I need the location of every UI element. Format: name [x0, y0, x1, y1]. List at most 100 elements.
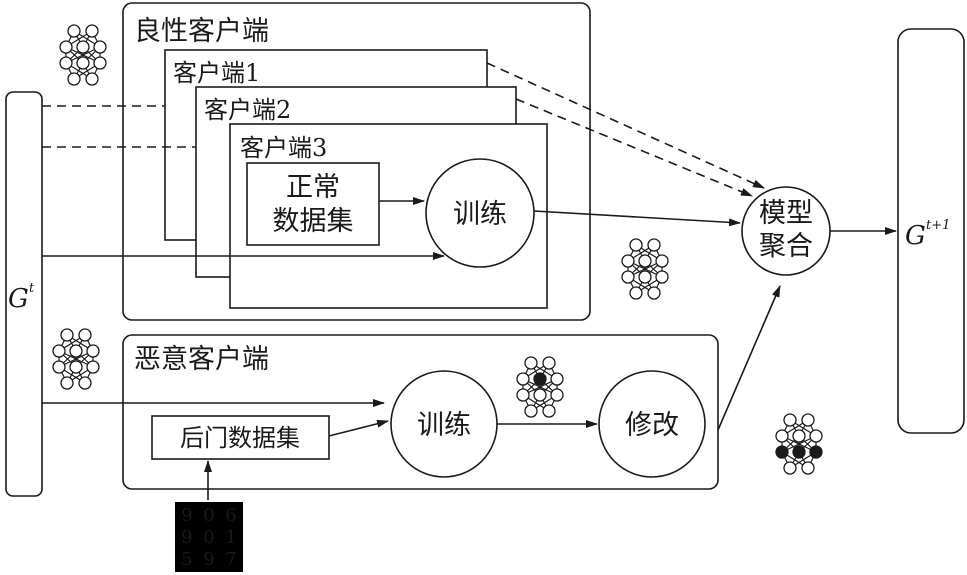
network-node	[647, 286, 661, 300]
network-node	[52, 360, 66, 374]
network-node	[533, 372, 547, 386]
malicious-modified-network-icon	[775, 413, 823, 475]
network-node	[542, 404, 556, 418]
network-node	[78, 376, 92, 390]
malicious-client-group: 恶意客户端 后门数据集 训练 修改	[122, 334, 719, 490]
backdoor-dataset-label: 后门数据集	[180, 424, 300, 452]
new-model-label: G	[905, 221, 926, 251]
network-node	[93, 56, 107, 70]
malicious-group-title: 恶意客户端	[134, 344, 269, 375]
network-node	[775, 429, 789, 443]
digit-cell: 6	[225, 505, 236, 526]
aggregation-node: 模型 聚合	[741, 186, 831, 276]
network-node	[792, 445, 806, 459]
network-node	[86, 344, 100, 358]
network-node	[69, 360, 83, 374]
malicious-trained-network-icon	[516, 356, 564, 418]
aggregation-line-1: 模型	[759, 198, 813, 229]
network-node	[76, 56, 90, 70]
neural-net-icons	[52, 24, 823, 475]
network-node	[60, 376, 74, 390]
global-model-superscript: t	[29, 281, 35, 296]
network-node	[52, 344, 66, 358]
network-node	[621, 254, 635, 268]
network-node	[638, 254, 652, 268]
network-node	[629, 238, 643, 252]
network-node	[783, 461, 797, 475]
network-node	[775, 445, 789, 459]
client-2-to-aggregation-dashed-arrow	[515, 98, 753, 197]
edges	[42, 62, 897, 500]
normal-dataset-line-1: 正常	[286, 172, 340, 203]
benign-update-network-icon	[621, 238, 669, 300]
benign-train-to-aggregation-arrow	[533, 210, 741, 227]
network-node	[809, 445, 823, 459]
client-box-3: 客户端3 正常 数据集 训练	[229, 123, 548, 309]
network-node	[638, 270, 652, 284]
aggregation-line-2: 聚合	[759, 231, 813, 262]
digit-cell: 9	[181, 505, 192, 526]
digit-cell: 9	[181, 527, 192, 548]
network-node	[792, 429, 806, 443]
benign-group-title: 良性客户端	[134, 16, 269, 47]
network-node	[69, 344, 83, 358]
network-node	[85, 72, 99, 86]
digit-cell: 9	[203, 549, 214, 570]
network-node	[524, 356, 538, 370]
network-node	[801, 461, 815, 475]
client-1-to-aggregation-dashed-arrow	[486, 62, 765, 189]
backdoor-dataset-box: 后门数据集	[151, 415, 330, 460]
backdoor-to-train-arrow	[328, 419, 389, 437]
network-node	[783, 413, 797, 427]
network-node	[516, 372, 530, 386]
network-node	[629, 286, 643, 300]
digit-cell: 5	[181, 549, 192, 570]
network-node	[67, 72, 81, 86]
network-node	[542, 356, 556, 370]
network-node	[647, 238, 661, 252]
network-node	[621, 270, 635, 284]
modify-to-aggregation-arrow	[717, 285, 781, 431]
modify-node: 修改	[598, 370, 706, 478]
client-label-3: 客户端3	[240, 134, 327, 162]
digit-cell: 0	[203, 505, 214, 526]
network-node	[655, 270, 669, 284]
benign-train-node: 训练	[425, 158, 535, 268]
modify-label: 修改	[625, 410, 679, 441]
digit-cell: 0	[203, 527, 214, 548]
network-node	[655, 254, 669, 268]
global-model-bar: G t	[5, 91, 43, 497]
digit-cell: 1	[225, 527, 236, 548]
network-node	[550, 388, 564, 402]
network-node	[93, 40, 107, 54]
global-model-network-icon	[59, 24, 107, 86]
new-global-model-bar: G t+1	[897, 28, 965, 434]
malicious-train-label: 训练	[417, 410, 471, 441]
client-label-2: 客户端2	[204, 96, 291, 124]
network-node	[67, 24, 81, 38]
global-model-network-icon	[52, 328, 100, 390]
network-node	[86, 360, 100, 374]
network-node	[78, 328, 92, 342]
new-model-superscript: t+1	[926, 218, 950, 233]
network-node	[59, 40, 73, 54]
benign-train-label: 训练	[453, 199, 507, 230]
network-node	[60, 328, 74, 342]
client-label-1: 客户端1	[173, 59, 260, 87]
network-node	[524, 404, 538, 418]
normal-dataset-line-2: 数据集	[273, 206, 354, 237]
normal-dataset-box: 正常 数据集	[246, 162, 380, 246]
network-node	[550, 372, 564, 386]
network-node	[516, 388, 530, 402]
malicious-train-node: 训练	[390, 370, 498, 478]
network-node	[59, 56, 73, 70]
network-node	[533, 388, 547, 402]
global-model-label: G	[8, 284, 29, 314]
network-node	[801, 413, 815, 427]
network-node	[76, 40, 90, 54]
digit-cell: 7	[225, 549, 236, 570]
benign-clients-group: 良性客户端 客户端1 客户端2 客户端3 正常 数据集 训练	[122, 2, 591, 321]
network-node	[809, 429, 823, 443]
network-node	[85, 24, 99, 38]
